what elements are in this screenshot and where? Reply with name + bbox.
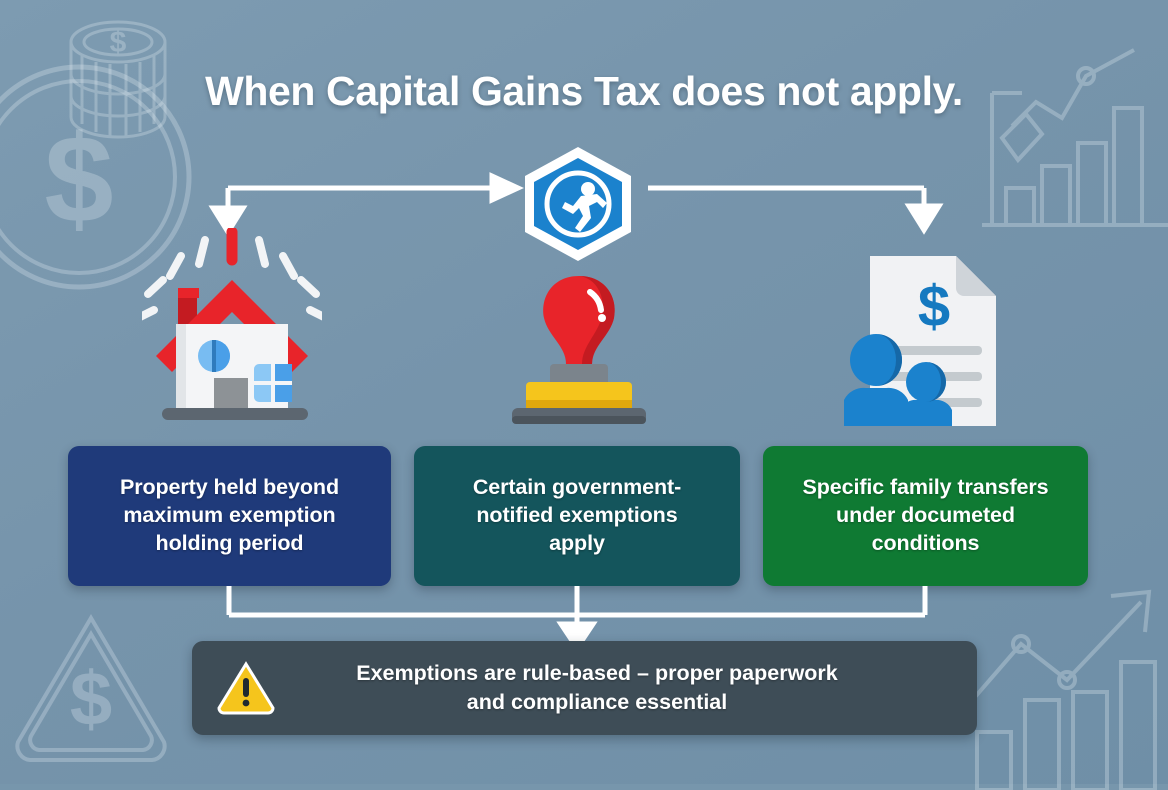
rubber-stamp-icon xyxy=(512,276,646,424)
card-line: notified exemptions xyxy=(476,503,678,528)
warning-triangle-icon xyxy=(217,661,275,715)
card-family-transfers[interactable]: Specific family transfers under documete… xyxy=(763,446,1088,586)
house-with-rays-icon xyxy=(142,228,322,420)
running-person-exit-icon xyxy=(562,182,607,232)
svg-text:$: $ xyxy=(918,274,950,339)
footer-note-text: Exemptions are rule-based – proper paper… xyxy=(275,659,977,717)
footer-line: and compliance essential xyxy=(466,690,728,714)
family-document-icon: $ xyxy=(844,256,996,426)
card-line: Specific family transfers xyxy=(802,475,1049,500)
family-figures xyxy=(844,334,952,426)
card-line: holding period xyxy=(155,530,304,555)
card-line: conditions xyxy=(871,530,980,555)
card-line: apply xyxy=(549,530,605,555)
top-connector-arrows xyxy=(208,172,944,237)
exemption-hexagon-badge[interactable] xyxy=(519,144,637,264)
card-line: maximum exemption xyxy=(123,503,336,528)
footer-note-banner: Exemptions are rule-based – proper paper… xyxy=(192,641,977,735)
card-line: Certain government- xyxy=(472,475,682,500)
card-line: Property held beyond xyxy=(119,475,339,500)
card-property-holding-period[interactable]: Property held beyond maximum exemption h… xyxy=(68,446,391,586)
page-title: When Capital Gains Tax does not apply. xyxy=(205,68,963,114)
card-line: under documeted xyxy=(836,503,1015,528)
card-government-notified-exemptions[interactable]: Certain government- notified exemptions … xyxy=(414,446,740,586)
footer-line: Exemptions are rule-based – proper paper… xyxy=(356,660,838,685)
